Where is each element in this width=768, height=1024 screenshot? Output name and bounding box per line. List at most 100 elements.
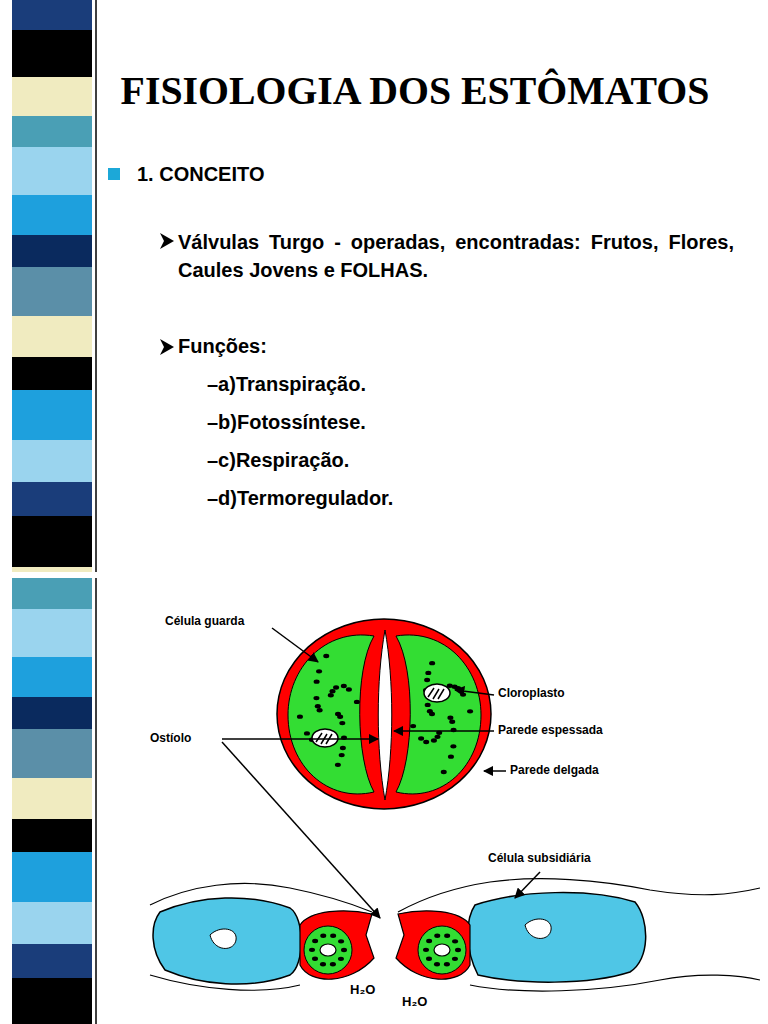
decorative-stripe [12,0,92,1024]
molecule-label: H₂O [350,982,375,998]
chloroplast [423,948,429,952]
stripe-block [12,195,92,235]
part-label: Célula subsidiária [488,851,591,865]
chloroplast [335,763,341,767]
stripe-block [12,978,92,1024]
chloroplast [315,704,321,708]
stripe-block [12,578,92,609]
chloroplast [320,933,326,937]
chloroplast [426,939,432,943]
chloroplast [434,962,440,966]
chloroplast [449,720,455,724]
stripe-block [12,316,92,357]
heading: 1. CONCEITO [137,162,264,186]
chloroplast [312,957,318,961]
chloroplast [341,948,347,952]
stripe-block [12,902,92,944]
part-label: Cloroplasto [498,686,565,700]
list-item: –b)Fotossíntese. [207,410,366,434]
chloroplast [309,948,315,952]
chloroplast [330,934,336,938]
stripe-block [12,267,92,316]
chloroplast [429,661,435,665]
chloroplast [340,746,346,750]
square-bullet [108,168,120,180]
stripe-block [12,482,92,516]
chloroplast [339,753,345,757]
slide-gap [0,572,100,578]
chloroplast [425,671,431,675]
chloroplast [341,684,347,688]
stripe-block [12,440,92,482]
bullet-text: Válvulas Turgo - operadas, encontradas: … [178,228,734,284]
chloroplast [455,948,461,952]
chloroplast [424,678,430,682]
chloroplast [313,696,319,700]
stripe-block [12,147,92,195]
chloroplast [435,735,441,739]
stoma-cross-section [150,879,760,991]
list-item: –d)Termoregulador. [207,486,393,510]
chloroplast [337,715,343,719]
chloroplast [425,703,431,707]
chloroplast [418,736,424,740]
chloroplast [447,716,453,720]
stripe-block [12,0,92,30]
list-item: –c)Respiração. [207,448,349,472]
chloroplast [339,721,345,725]
arrow-bullet [160,339,174,355]
part-label: Célula guarda [165,614,244,628]
stripe-block [12,819,92,852]
stripe-block [12,567,92,572]
chloroplast [323,654,329,658]
chloroplast [314,679,320,683]
bullet-text: Funções: [178,334,267,358]
chloroplast [467,709,473,713]
part-label: Ostíolo [150,731,191,745]
stripe-block [12,609,92,657]
stripe-block [12,944,92,978]
chloroplast [441,770,447,774]
chloroplast [426,957,432,961]
chloroplast [448,754,454,758]
list-item: –a)Transpiração. [207,372,366,396]
stripe-block [12,729,92,778]
chloroplast [346,687,352,691]
arrow-bullet [160,233,174,249]
chloroplast [423,740,429,744]
chloroplast [317,708,323,712]
chloroplast [316,669,322,673]
stripe-block [12,657,92,697]
stripe-block [12,852,92,902]
leader-lines [222,628,540,918]
stripe-edge [95,578,97,1024]
stripe-edge [95,0,97,572]
part-label: Parede espessada [498,723,603,737]
chloroplast [338,939,344,943]
stripe-block [12,77,92,116]
chloroplast [312,939,318,943]
chloroplast [450,744,456,748]
stripe-block [12,116,92,147]
chloroplast [330,962,336,966]
chloroplast [304,731,310,735]
slide-title: FISIOLOGIA DOS ESTÔMATOS [0,68,768,114]
chloroplast [338,957,344,961]
chloroplast [427,709,433,713]
stripe-block [12,778,92,819]
stripe-block [12,357,92,390]
chloroplast [333,685,339,689]
stripe-block [12,235,92,267]
chloroplast [329,689,335,693]
stripe-block [12,30,92,77]
chloroplast [444,962,450,966]
part-label: Parede delgada [510,763,599,777]
stoma-top-view [277,619,491,809]
chloroplast [444,934,450,938]
chloroplast [410,724,416,728]
chloroplast [431,738,437,742]
chloroplast [354,700,360,704]
stripe-block [12,516,92,567]
